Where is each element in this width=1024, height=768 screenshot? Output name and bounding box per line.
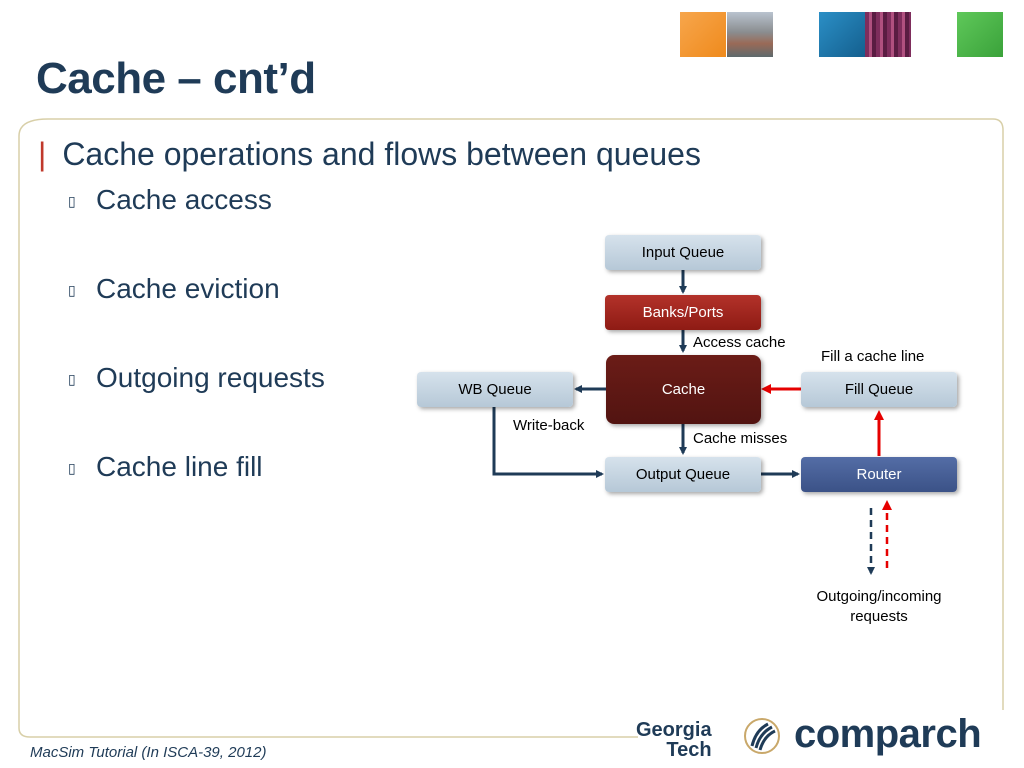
- router-box: Router: [801, 457, 957, 492]
- cache-box: Cache: [606, 355, 761, 424]
- sub-bullet-text: Cache eviction: [96, 273, 280, 304]
- input-queue-box: Input Queue: [605, 235, 761, 270]
- wb-queue-box: WB Queue: [417, 372, 573, 407]
- slide-title: Cache – cnt’d: [36, 54, 316, 103]
- bullet-box-icon: ▯: [68, 460, 76, 477]
- sub-bullet: ▯ Cache line fill: [68, 451, 263, 483]
- outgoing-label-line2: requests: [850, 608, 908, 625]
- georgia-tech-logo-line2: Tech: [666, 739, 712, 761]
- header-orange-square: [680, 12, 726, 57]
- access-cache-label: Access cache: [693, 334, 786, 351]
- fill-cache-line-label: Fill a cache line: [821, 348, 925, 365]
- header-blue-square: [819, 12, 865, 57]
- content-frame: [18, 118, 1004, 738]
- outgoing-label-line1: Outgoing/incoming: [816, 588, 942, 605]
- cache-misses-label: Cache misses: [693, 430, 788, 447]
- sub-bullet: ▯ Cache eviction: [68, 273, 280, 305]
- bullet-box-icon: ▯: [68, 371, 76, 388]
- header-chip-photo: [865, 12, 911, 57]
- sub-bullet-text: Outgoing requests: [96, 362, 325, 393]
- outgoing-incoming-label: Outgoing/incoming requests: [779, 587, 979, 627]
- header-campus-photo: [727, 12, 773, 57]
- bullet-box-icon: ▯: [68, 193, 76, 210]
- sub-bullet-text: Cache line fill: [96, 451, 263, 482]
- comparch-logo: comparch: [794, 712, 982, 756]
- sub-bullet-text: Cache access: [96, 184, 272, 215]
- output-queue-box: Output Queue: [605, 457, 761, 492]
- banks-ports-box: Banks/Ports: [605, 295, 761, 330]
- main-bullet-text: Cache operations and flows between queue…: [62, 136, 701, 172]
- arrow-wb-to-output: [492, 407, 604, 478]
- header-green-square: [957, 12, 1003, 57]
- footer-citation: MacSim Tutorial (In ISCA-39, 2012): [30, 744, 267, 761]
- comparch-swirl-icon: [744, 718, 780, 754]
- bullet-box-icon: ▯: [68, 282, 76, 299]
- georgia-tech-logo-line1: Georgia: [636, 719, 712, 741]
- sub-bullet: ▯ Cache access: [68, 184, 272, 216]
- georgia-tech-logo: Georgia Tech: [636, 720, 712, 760]
- bullet-bar-icon: |: [38, 136, 47, 172]
- fill-queue-box: Fill Queue: [801, 372, 957, 407]
- write-back-label: Write-back: [513, 417, 585, 434]
- sub-bullet: ▯ Outgoing requests: [68, 362, 325, 394]
- main-bullet: | Cache operations and flows between queu…: [38, 136, 701, 173]
